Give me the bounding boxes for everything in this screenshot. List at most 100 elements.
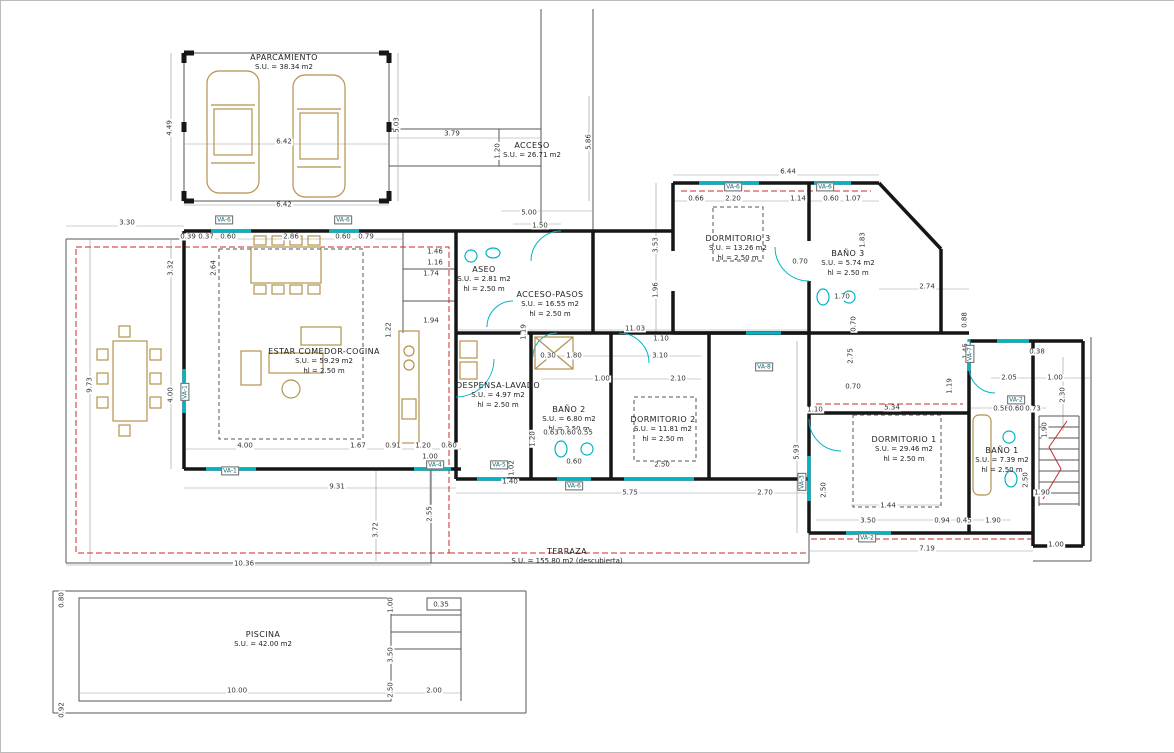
bed-dormitorio-2 — [633, 396, 697, 462]
dimension-label: 7.19 — [918, 544, 936, 553]
bed-dormitorio-3 — [712, 206, 764, 262]
dimension-label: 1.90 — [1040, 421, 1049, 439]
dimension-label: 2.64 — [209, 259, 218, 277]
dimension-label: 1.74 — [422, 269, 440, 278]
window-code-label: VA-3 — [797, 473, 807, 491]
dimension-label: 1.14 — [789, 194, 807, 203]
window-code-label: VA-2 — [858, 533, 876, 543]
dimension-label: 5.86 — [584, 133, 593, 151]
dimension-label: 2.20 — [724, 194, 742, 203]
dimension-label: 6.42 — [275, 200, 293, 209]
dimension-label: 0.60 — [565, 457, 583, 466]
dimension-label: 2.05 — [1000, 373, 1018, 382]
bano3-toilet — [816, 288, 830, 306]
dimension-label: 1.00 — [593, 374, 611, 383]
bano1-sink — [1002, 430, 1016, 444]
dimension-label: 1.70 — [833, 292, 851, 301]
aseo-sink — [464, 249, 478, 263]
living-zone-outline — [218, 248, 364, 440]
dimension-label: 1.94 — [422, 316, 440, 325]
dimension-label: 5.00 — [520, 208, 538, 217]
dimension-label: 5.93 — [792, 443, 801, 461]
dimension-label: 10.36 — [232, 559, 256, 568]
window-code-label: VA-7 — [965, 345, 975, 363]
window-code-label: VA-6 — [334, 215, 352, 225]
dimension-label: 6.44 — [779, 167, 797, 176]
dimension-label: 0.30 — [539, 351, 557, 360]
dimension-label: 3.50 — [859, 516, 877, 525]
window-code-label: VA-4 — [426, 460, 444, 470]
kitchen-counter — [398, 330, 420, 444]
dimension-label: 0.92 — [57, 701, 66, 719]
dimension-label: 1.80 — [565, 351, 583, 360]
dimension-label: 1.44 — [879, 501, 897, 510]
dimension-label: 2.50 — [819, 481, 828, 499]
doors-layer — [455, 230, 996, 452]
dimension-label: 11.03 — [623, 324, 647, 333]
dimension-label: 0.58 — [992, 404, 1010, 413]
dimension-label: 1.46 — [426, 247, 444, 256]
dimension-label: 3.72 — [371, 521, 380, 539]
terrace-table — [96, 325, 162, 437]
dimension-label: 1.16 — [426, 258, 444, 267]
dimension-label: 1.20 — [493, 142, 502, 160]
dimension-label: 2.74 — [918, 282, 936, 291]
bano2-toilet — [554, 440, 568, 458]
window-code-label: VA-6 — [724, 182, 742, 192]
car-2 — [292, 74, 346, 198]
dimension-label: 0.45 — [955, 516, 973, 525]
dimension-label: 0.38 — [1028, 347, 1046, 356]
dimension-label: 3.30 — [118, 218, 136, 227]
window-code-label: VA-1 — [221, 466, 239, 476]
dimension-label: 0.60 — [822, 194, 840, 203]
dimension-label: 3.10 — [651, 351, 669, 360]
dimension-label: 1.90 — [984, 516, 1002, 525]
dimension-label: 2.30 — [1058, 386, 1067, 404]
dimension-label: 5.75 — [621, 488, 639, 497]
dimension-label: 1.07 — [844, 194, 862, 203]
dimension-label: 9.31 — [328, 482, 346, 491]
dashed-outlines-layer — [218, 206, 942, 508]
dimension-label: 1.22 — [384, 321, 393, 339]
dimension-label: 2.50 — [653, 460, 671, 469]
dining-table — [250, 235, 322, 295]
dimension-label: 1.19 — [945, 377, 954, 395]
dimension-label: 3.53 — [651, 236, 660, 254]
dimension-label: 0.73 — [1024, 404, 1042, 413]
window-code-label: VA-6 — [816, 182, 834, 192]
dimension-label: 1.40 — [501, 477, 519, 486]
dimension-label: 1.83 — [858, 231, 867, 249]
dimension-label: 1.10 — [652, 334, 670, 343]
dimension-label: 0.70 — [849, 315, 858, 333]
dimension-label: 10.00 — [225, 686, 249, 695]
window-code-label: VA-2 — [1007, 395, 1025, 405]
bano1-toilet — [1004, 470, 1018, 488]
dimension-label: 1.90 — [1033, 488, 1051, 497]
dimension-label: 0.37 — [197, 232, 215, 241]
bano2-sink — [580, 442, 594, 456]
dimension-label: 0.70 — [844, 382, 862, 391]
dimension-label: 1.96 — [651, 281, 660, 299]
dimension-label: 3.50 — [386, 646, 395, 664]
dimension-label: 0.94 — [933, 516, 951, 525]
window-code-label: VA-1 — [180, 383, 190, 401]
dimension-label: 3.79 — [443, 129, 461, 138]
dimension-label: 0.60 — [440, 441, 458, 450]
window-code-label: VA-6 — [215, 215, 233, 225]
dimension-label: 2.86 — [282, 232, 300, 241]
dimension-label: 2.50 — [1021, 471, 1030, 489]
dimension-label: 1.20 — [414, 441, 432, 450]
dimension-label: 1.67 — [349, 441, 367, 450]
window-code-label: VA-6 — [565, 481, 583, 491]
